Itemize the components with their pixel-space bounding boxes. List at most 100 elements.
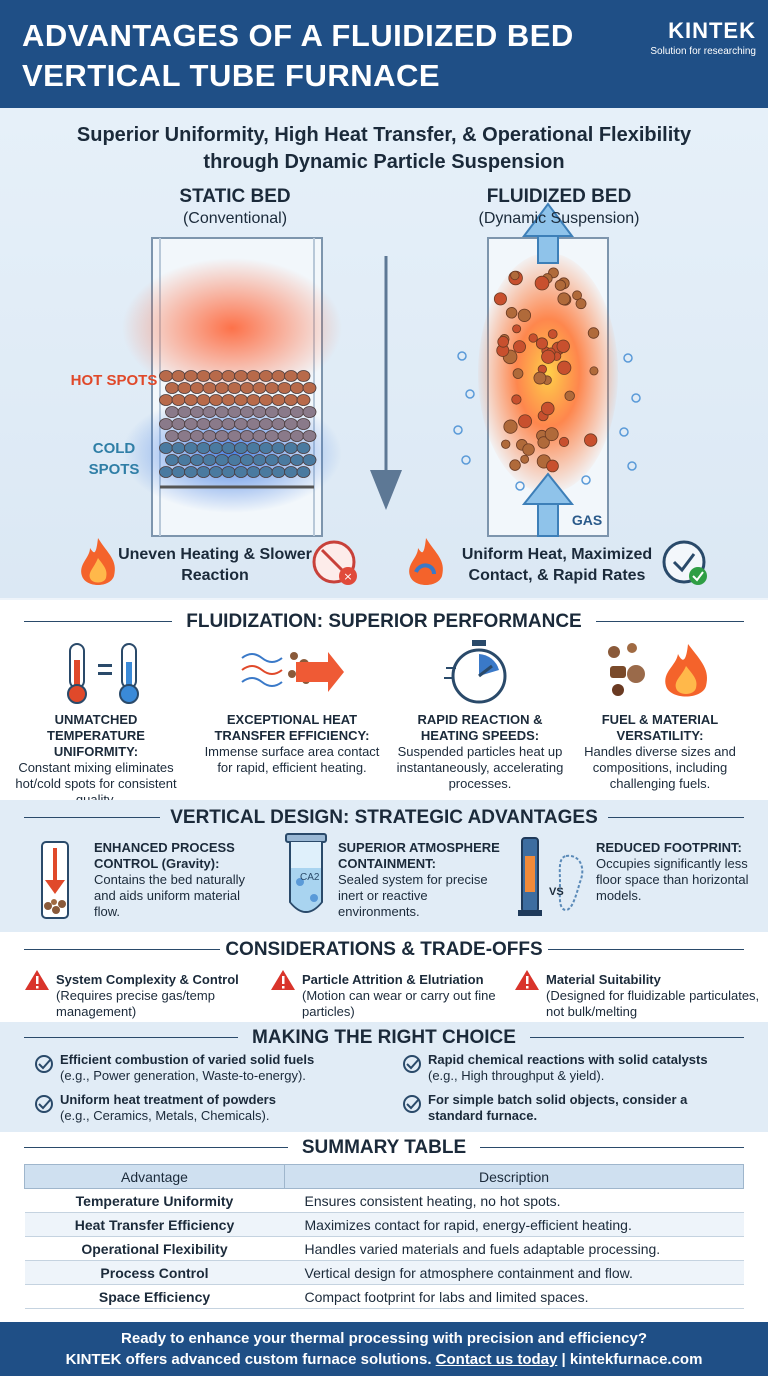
static-pebble — [196, 394, 211, 406]
fluid-particle — [535, 337, 548, 350]
static-pebble — [177, 382, 192, 394]
brand-logo[interactable]: KINTEK Solution for researching — [638, 18, 756, 57]
fluid-particle — [518, 414, 533, 429]
gas-bubble — [461, 455, 471, 465]
fluid-particle — [522, 443, 535, 456]
fluid-particle — [547, 329, 558, 339]
thermometer-icon — [67, 643, 139, 704]
static-pebble — [227, 382, 242, 394]
static-pebble — [234, 466, 248, 478]
static-pebble — [277, 382, 292, 394]
gas-bubble — [465, 389, 475, 399]
static-pebble — [221, 418, 236, 430]
static-pebble — [221, 466, 236, 478]
static-pebble — [227, 406, 242, 418]
gas-up-arrow-top — [522, 202, 574, 264]
footer-line-2: KINTEK offers advanced custom furnace so… — [65, 1351, 703, 1368]
static-pebble — [215, 382, 229, 394]
consideration-complexity: System Complexity & Control (Requires pr… — [56, 972, 239, 1019]
static-pebble — [240, 430, 254, 442]
static-pebble — [259, 442, 273, 454]
static-pebble — [252, 382, 267, 394]
summary-table: Advantage Description Temperature Unifor… — [24, 1164, 744, 1309]
perf-temperature-uniformity: UNMATCHED TEMPERATURE UNIFORMITY: Consta… — [15, 712, 177, 807]
hot-spots-label: HOT SPOTS — [70, 372, 158, 389]
fluid-particle — [541, 349, 556, 364]
static-pebble — [196, 370, 211, 382]
static-pebble — [302, 406, 317, 418]
static-pebble — [184, 394, 198, 406]
gas-up-arrow-bottom — [521, 472, 575, 537]
heat-transfer-icon — [241, 652, 344, 692]
contact-us-link[interactable]: Contact us today — [435, 1351, 558, 1368]
warning-icon — [515, 970, 539, 990]
static-pebble — [209, 370, 223, 382]
static-pebble — [165, 454, 179, 466]
static-pebble — [209, 394, 223, 406]
static-pebble — [246, 418, 261, 430]
static-pebble — [171, 442, 186, 454]
consideration-attrition: Particle Attrition & Elutriation (Motion… — [302, 972, 496, 1019]
website-link[interactable]: | kintekfurnace.com — [557, 1351, 703, 1368]
static-pebble — [271, 466, 286, 478]
static-pebble — [240, 454, 254, 466]
static-pebble — [284, 370, 298, 382]
static-pebble — [265, 406, 279, 418]
static-pebble — [159, 418, 173, 430]
vertical-design-section: VERTICAL DESIGN: STRATEGIC ADVANTAGES EN… — [0, 800, 768, 932]
static-pebble — [234, 442, 248, 454]
gas-label: GAS — [571, 512, 603, 528]
static-bed-subtitle: (Conventional) — [182, 210, 288, 227]
check-icon — [35, 1055, 53, 1073]
cold-spots-label: COLD SPOTS — [88, 440, 140, 478]
static-pebble — [259, 394, 273, 406]
fluid-particle — [546, 459, 559, 473]
static-pebble — [246, 370, 261, 382]
fluid-particle — [534, 275, 550, 291]
static-pebble — [202, 454, 217, 466]
static-pebble — [252, 430, 267, 442]
static-pebble — [165, 430, 179, 442]
column-header-description: Description — [284, 1164, 744, 1189]
fluid-particle — [537, 436, 550, 449]
static-pebble — [246, 466, 261, 478]
header: ADVANTAGES OF A FLUIDIZED BED VERTICAL T… — [0, 0, 768, 108]
static-pebble — [215, 454, 229, 466]
check-icon — [403, 1055, 421, 1073]
fluidized-bed-caption: Uniform Heat, Maximized Contact, & Rapid… — [461, 546, 653, 584]
gas-bubble — [453, 425, 463, 435]
static-pebble — [184, 466, 198, 478]
static-pebble — [184, 370, 198, 382]
check-icon — [403, 1095, 421, 1113]
static-pebble — [171, 418, 186, 430]
choice-catalysts: Rapid chemical reactions with solid cata… — [428, 1052, 708, 1083]
static-pebble — [165, 382, 179, 394]
fluid-particle — [512, 368, 524, 379]
static-pebble — [259, 466, 273, 478]
fluid-particle — [587, 327, 600, 339]
static-pebble — [159, 442, 173, 454]
fluid-particle — [509, 459, 521, 471]
static-pebble — [271, 418, 286, 430]
static-pebble — [296, 370, 311, 382]
static-pebble — [209, 442, 223, 454]
gas-bubble — [515, 481, 525, 491]
vertical-reduced-footprint: REDUCED FOOTPRINT: Occupies significantl… — [596, 840, 749, 903]
fluid-particle — [512, 324, 522, 334]
vs-label: VS — [549, 886, 564, 898]
static-pebble — [184, 418, 198, 430]
fluid-particle — [503, 419, 518, 434]
static-pebble — [271, 442, 286, 454]
fluid-particle — [510, 270, 520, 281]
static-pebble — [171, 370, 186, 382]
brand-tagline: Solution for researching — [650, 46, 756, 57]
check-icon — [35, 1095, 53, 1113]
considerations-heading: CONSIDERATIONS & TRADE-OFFS — [0, 936, 768, 964]
static-pebble — [159, 394, 173, 406]
bed-comparison-illustration: × — [81, 202, 707, 585]
page-title: ADVANTAGES OF A FLUIDIZED BED VERTICAL T… — [22, 18, 574, 93]
warning-icon — [271, 970, 295, 990]
perf-reaction-speed: RAPID REACTION & HEATING SPEEDS: Suspend… — [396, 712, 564, 791]
